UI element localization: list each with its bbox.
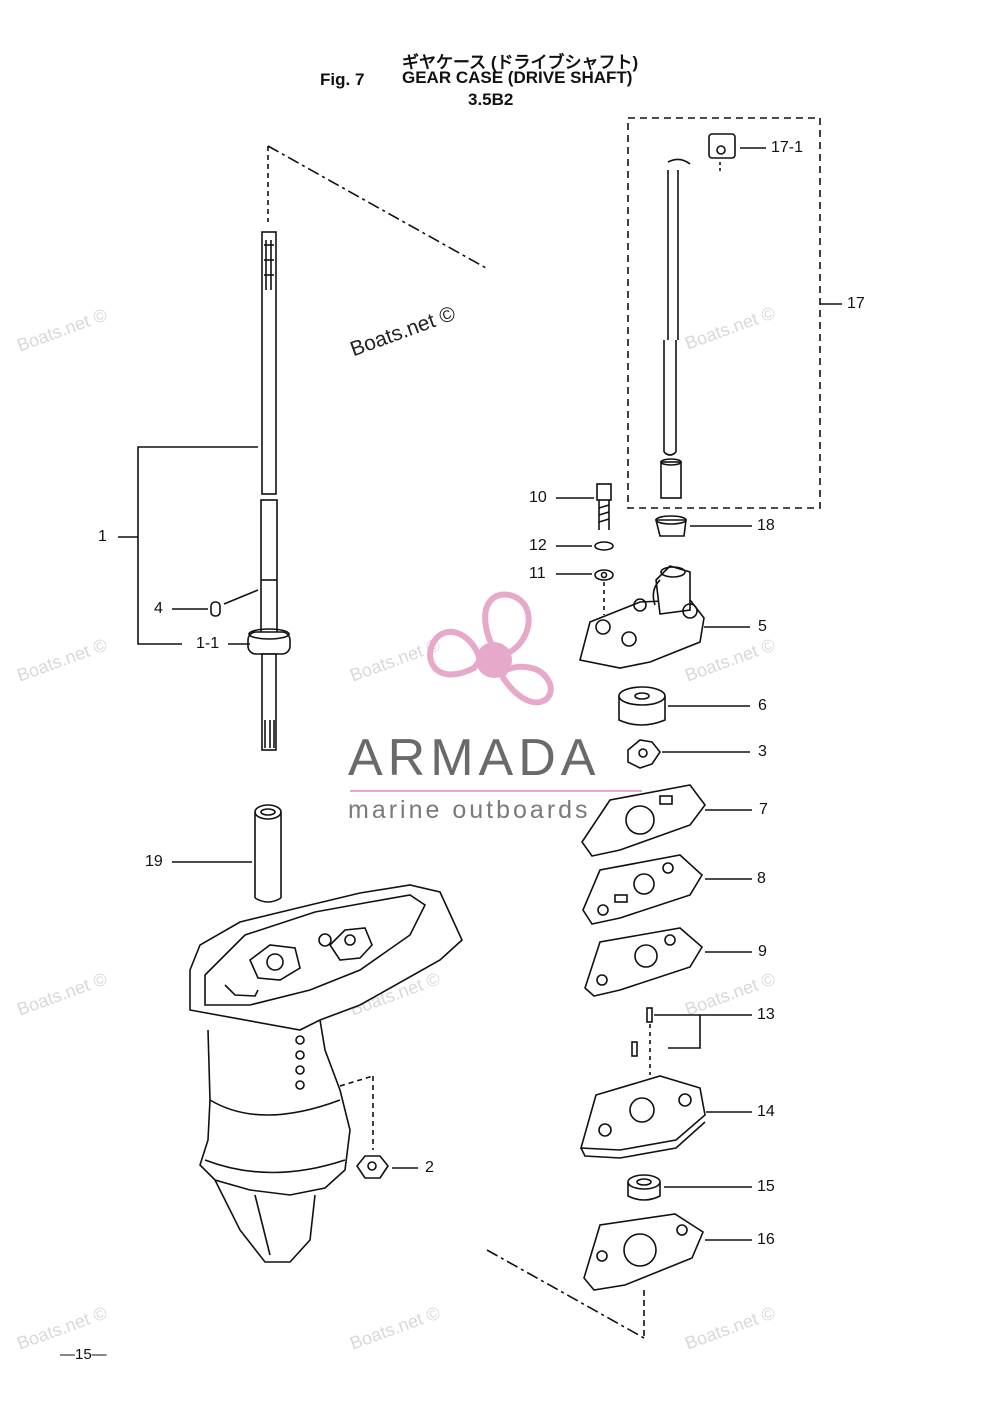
callout-10: 10 [529,489,547,506]
callout-16: 16 [757,1231,775,1248]
logo-name: ARMADA [348,729,601,787]
callout-17: 17 [847,295,865,312]
armada-logo [427,591,554,706]
callout-7: 7 [759,801,768,818]
callout-13: 13 [757,1006,775,1023]
model-number: 3.5B2 [468,90,514,109]
callout-4: 4 [154,600,163,617]
callout-19: 19 [145,853,163,870]
callout-9: 9 [758,943,767,960]
callout-2: 2 [425,1159,434,1176]
logo-divider [350,790,642,792]
title-english: GEAR CASE (DRIVE SHAFT) [402,68,633,87]
callout-3: 3 [758,743,767,760]
callout-15: 15 [757,1178,775,1195]
logo-tagline: marine outboards [348,796,591,824]
title-japanese: ギヤケース (ドライブシャフト) [402,53,639,72]
callout-1-1: 1-1 [196,635,220,652]
callout-5: 5 [758,618,767,635]
callout-8: 8 [757,870,766,887]
callout-14: 14 [757,1103,775,1120]
callout-17-1: 17-1 [771,139,804,156]
callout-1: 1 [98,528,107,545]
callout-11: 11 [529,565,546,582]
figure-number: Fig. 7 [320,70,365,89]
callout-18: 18 [757,517,775,534]
callout-12: 12 [529,537,547,554]
page-number: —15— [60,1346,107,1363]
callout-6: 6 [758,697,767,714]
